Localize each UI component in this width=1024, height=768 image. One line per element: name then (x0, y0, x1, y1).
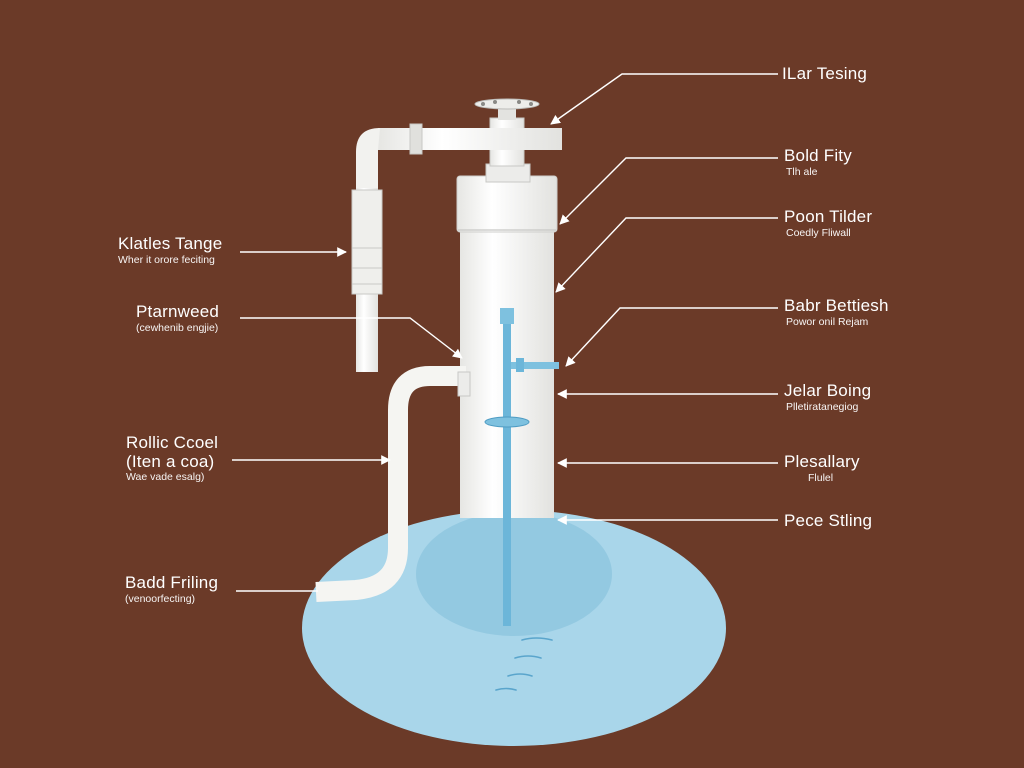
label-rollic-ccoel: Rollic Ccoel (Iten a coa) Wae vade esalg… (126, 433, 219, 484)
right-leaders (550, 73, 778, 525)
leader-babr (565, 307, 778, 367)
water-pool-inner (416, 512, 612, 636)
label-sub: Wher it orore feciting (118, 253, 215, 266)
label-bold-fity: Bold Fity Tlh ale (784, 146, 852, 178)
label-badd-friling: Badd Friling (venoorfecting) (125, 573, 219, 605)
label-ilar-tesing: ILar Tesing (782, 64, 868, 84)
label-sub: Coedly Fliwall (786, 226, 851, 239)
left-leaders (232, 247, 463, 592)
label-plesallary: Plesallary Flulel (784, 452, 860, 484)
label-sub: Flulel (808, 471, 834, 484)
label-main-line2: (Iten a coa) (126, 451, 215, 471)
label-main: ILar Tesing (782, 64, 868, 83)
label-pece-stling: Pece Stling (784, 511, 873, 531)
label-sub: (cewhenib engjie) (136, 321, 219, 334)
leader-ptarnweed (240, 317, 463, 359)
leader-poon (555, 217, 778, 293)
label-main: Jelar Boing (784, 381, 872, 400)
rod-flange (484, 416, 530, 428)
label-sub: (venoorfecting) (125, 592, 196, 605)
label-main: Badd Friling (125, 573, 219, 592)
label-main: Ptarnweed (136, 302, 220, 321)
pump-rod (503, 308, 511, 626)
inlet-pipe (315, 366, 466, 602)
label-babr-bettiesh: Babr Bettiesh Powor onil Rejam (784, 296, 889, 328)
label-sub: Wae vade esalg) (126, 471, 205, 484)
valve-handwheel (474, 98, 540, 110)
water-ripples (495, 637, 553, 691)
label-main: Bold Fity (784, 146, 852, 165)
rod-side-arm (511, 362, 559, 369)
outlet-pipe-horizontal (378, 128, 562, 150)
casing-cap (456, 175, 558, 233)
label-main: Babr Bettiesh (784, 296, 889, 315)
leader-ilar (550, 73, 778, 125)
label-klatles-tange: Klatles Tange Wher it orore feciting (118, 234, 223, 266)
label-sub: Plletiratanegiog (786, 400, 859, 413)
label-poon-tilder: Poon Tilder Coedly Fliwall (784, 207, 873, 239)
label-main: Pece Stling (784, 511, 873, 530)
label-main: Plesallary (784, 452, 860, 471)
label-ptarnweed: Ptarnweed (cewhenib engjie) (136, 302, 220, 334)
label-jelar-boing: Jelar Boing Plletiratanegiog (784, 381, 872, 413)
label-sub: Tlh ale (786, 165, 818, 178)
label-main: Poon Tilder (784, 207, 873, 226)
top-collar (485, 163, 531, 183)
valve-stem (498, 108, 516, 120)
outlet-pipe-elbow (356, 128, 380, 190)
label-main: Rollic Ccoel (126, 433, 219, 452)
leader-bold (559, 157, 778, 225)
label-sub: Powor onil Rejam (786, 315, 869, 328)
label-main: Klatles Tange (118, 234, 223, 253)
